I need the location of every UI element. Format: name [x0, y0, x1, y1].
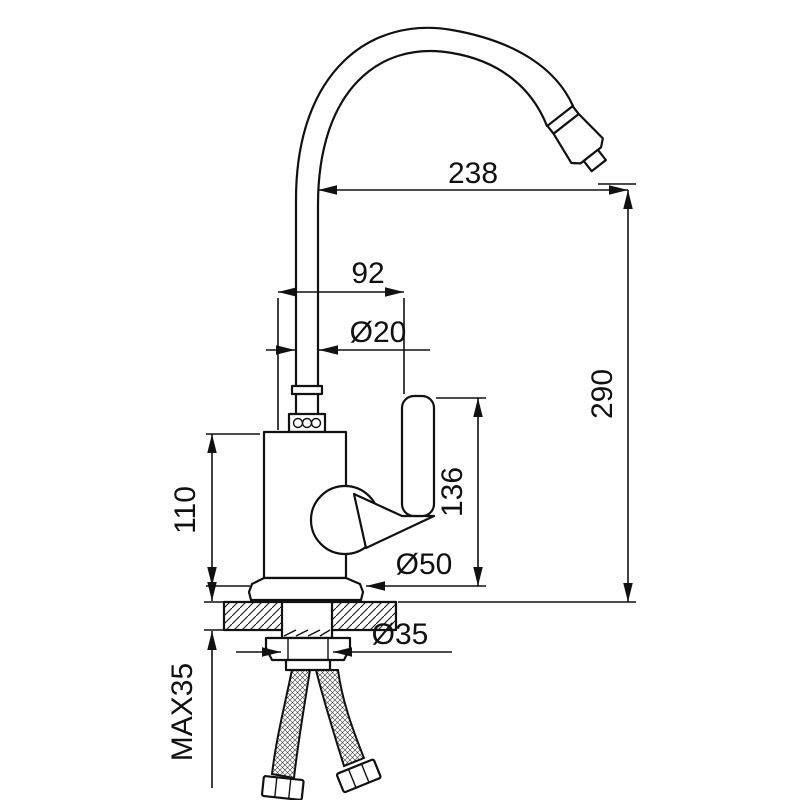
- gooseneck-outer-edge: [294, 26, 575, 436]
- countertop-hatch-right: [331, 601, 397, 631]
- dim-label-overall-height: 290: [586, 369, 619, 419]
- spray-head: [546, 105, 607, 173]
- collar-bead: [310, 417, 322, 429]
- mounting-nut: [264, 636, 352, 662]
- dimension-lines-group: [204, 183, 636, 788]
- dim-label-handle-height: 136: [436, 467, 469, 517]
- dim-label-pipe-diameter: Ø20: [350, 316, 407, 349]
- dim-label-spout-reach: 238: [448, 157, 498, 190]
- dim-label-body-height: 110: [169, 486, 202, 534]
- dim-label-base-diameter: Ø50: [396, 548, 453, 581]
- hose-end-nut-left: [260, 775, 305, 800]
- shank-thread-lines: [283, 629, 331, 637]
- dimension-labels-group: 238 92 Ø20 290 136 110 Ø50 Ø35 MAX35: [166, 157, 619, 761]
- hose-end-nut-right: [335, 758, 382, 794]
- mounting-shank: [280, 600, 334, 640]
- hose-fitting: [284, 658, 332, 672]
- supply-hose-left: [270, 669, 312, 780]
- handle-lever: [400, 394, 436, 518]
- spray-head-body: [552, 112, 604, 165]
- dim-label-max-thickness: MAX35: [166, 663, 199, 761]
- dim-label-hole-diameter: Ø35: [372, 618, 429, 651]
- base-flange: [247, 576, 365, 602]
- spray-head-tip: [582, 148, 607, 173]
- riser-fitting: [290, 384, 324, 396]
- supply-hose-right: [314, 669, 366, 768]
- riser-collar: [287, 412, 327, 434]
- gooseneck-inner-edge: [316, 50, 549, 436]
- faucet-outline-group: [222, 26, 607, 800]
- countertop-hatch-left: [223, 601, 283, 631]
- dim-label-spout-offset: 92: [351, 257, 384, 290]
